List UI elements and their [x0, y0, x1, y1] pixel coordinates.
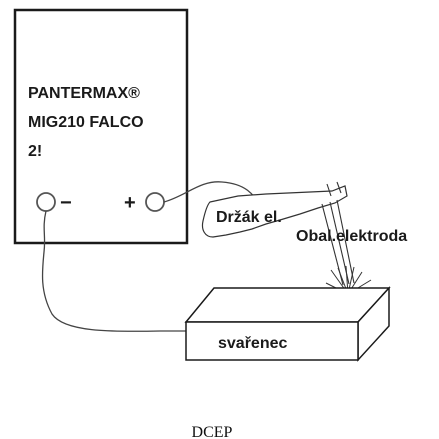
welding-machine-box — [13, 8, 189, 245]
machine-model-suffix-text: 2! — [28, 143, 42, 160]
ground-cable — [41, 210, 186, 332]
holder-clamp-line-2 — [336, 181, 342, 194]
electrode-label: Obal.elektroda — [296, 228, 407, 245]
negative-terminal-icon — [36, 192, 56, 212]
workpiece-top-face — [184, 287, 391, 323]
workpiece-front-face — [185, 321, 359, 361]
workpiece-label: svařenec — [218, 335, 287, 352]
electrode-rod-3 — [336, 199, 355, 284]
negative-sign: − — [60, 192, 72, 214]
holder-label: Držák el. — [216, 209, 282, 226]
polarity-caption: DCEP — [192, 424, 233, 439]
machine-brand-text: PANTERMAX® — [28, 85, 140, 102]
holder-clamp-line — [326, 183, 332, 197]
machine-model-text: MIG210 FALCO — [28, 114, 144, 131]
positive-sign: + — [124, 192, 136, 214]
electrode-holder-icon — [201, 185, 348, 238]
positive-terminal-icon — [145, 192, 165, 212]
